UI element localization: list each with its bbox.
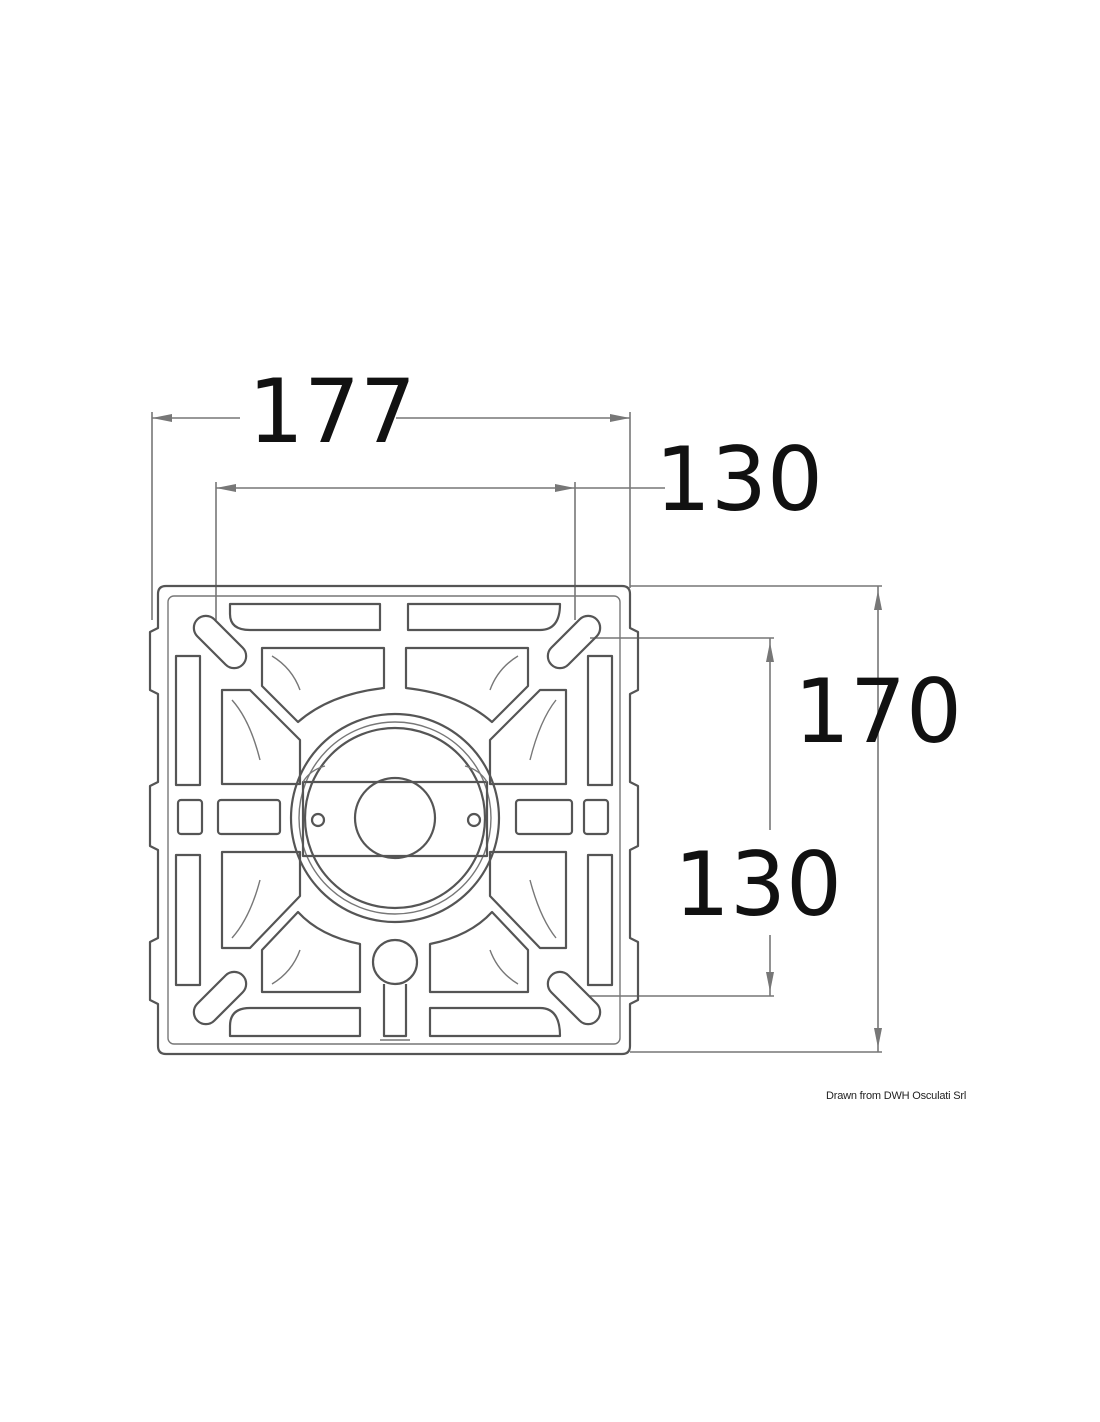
mounting-hole-top-left [192,614,248,670]
dimension-line-hole-spacing-vertical [590,637,774,997]
central-hub [289,712,501,924]
dimension-text-hole-spacing-vertical: 130 [674,833,842,936]
dimension-text-overall-height: 170 [794,660,962,763]
dimension-line-hole-spacing-horizontal [215,482,665,620]
mounting-plate [148,584,640,1056]
drain-knob [371,938,419,1041]
credit-text: Drawn from DWH Osculati Srl [826,1090,967,1102]
dimension-text-hole-spacing-horizontal: 130 [655,428,823,531]
dimension-line-overall-height [630,585,882,1053]
mounting-hole-top-right [546,614,602,670]
mounting-hole-bottom-left [192,970,248,1026]
dimension-lines [151,412,882,1053]
dimension-line-overall-width [151,412,631,620]
plate-outline [148,584,640,1056]
dimension-text-overall-width: 177 [248,360,416,463]
mounting-hole-bottom-right [546,970,602,1026]
